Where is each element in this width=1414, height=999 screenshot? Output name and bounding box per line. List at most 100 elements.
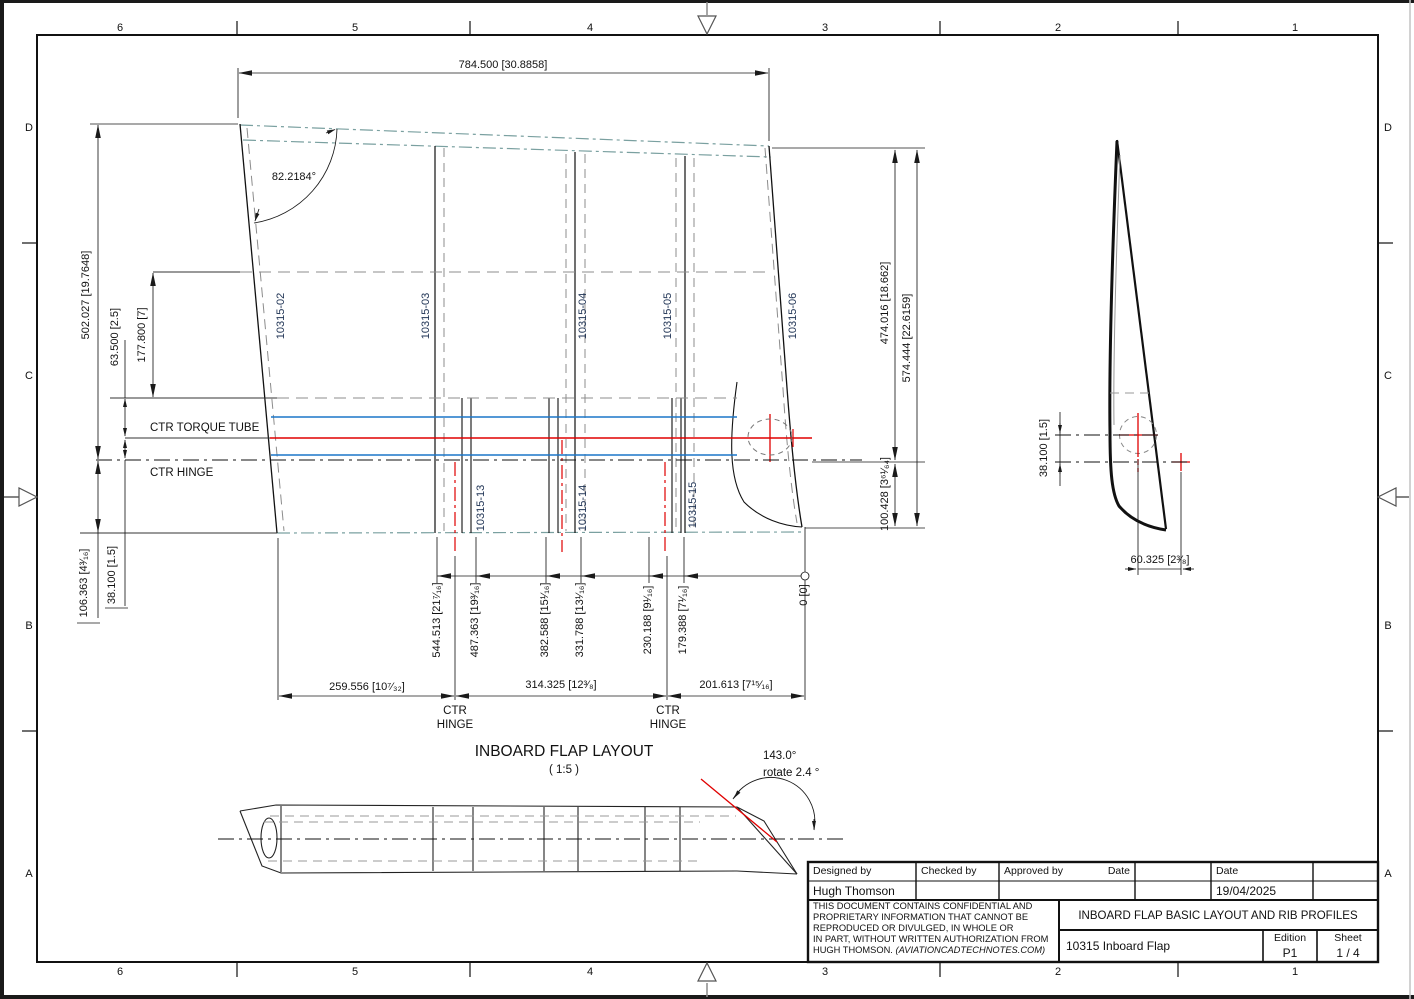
rotation-note: rotate 2.4 ° xyxy=(763,767,819,779)
dim-span: 784.500 [30.8858] xyxy=(459,59,548,71)
ctr-hinge-callout: HINGE xyxy=(437,719,474,731)
rib-label: 10315-04 xyxy=(577,293,589,340)
zone-number: 4 xyxy=(587,966,593,978)
torque-tube-circle xyxy=(747,418,793,456)
station-dim: 544.513 [21⁷⁄₁₆] xyxy=(431,582,443,657)
row-letter: D xyxy=(1384,122,1392,134)
zone-number: 4 xyxy=(587,22,593,34)
station-dim: 230.188 [9¹⁄₁₆] xyxy=(642,586,654,655)
segment-dim: 314.325 [12³⁄₈] xyxy=(525,679,596,691)
top-center-mark-icon xyxy=(697,15,717,36)
drawing-title: INBOARD FLAP BASIC LAYOUT AND RIB PROFIL… xyxy=(1078,910,1358,922)
centerlines-red xyxy=(270,414,812,552)
row-letter: B xyxy=(1384,620,1391,632)
legal-text: PROPRIETARY INFORMATION THAT CANNOT BE xyxy=(813,912,1028,922)
profile-offset-dim: 38.100 [1.5] xyxy=(1038,419,1050,477)
datum-zero-icon xyxy=(800,571,810,581)
left-center-mark-icon xyxy=(18,487,39,507)
rib-label: 10315-15 xyxy=(687,482,699,529)
rib-profile-view: 38.100 [1.5] 60.325 [2³⁄₈] xyxy=(1038,139,1194,575)
legal-text: THIS DOCUMENT CONTAINS CONFIDENTIAL AND xyxy=(813,901,1033,911)
profile-width-dim: 60.325 [2³⁄₈] xyxy=(1131,554,1190,566)
zone-number: 3 xyxy=(822,966,828,978)
rib-label: 10315-05 xyxy=(662,293,674,340)
station-dim: 179.388 [7¹⁄₁₆] xyxy=(677,586,689,655)
station-dim: 331.788 [13¹⁄₁₆] xyxy=(574,583,586,658)
zone-ticks xyxy=(22,21,1393,977)
row-letter: B xyxy=(25,620,32,632)
row-letter: A xyxy=(1384,868,1392,880)
dim-left-spar-offset: 177.800 [7] xyxy=(136,307,148,362)
torque-tube-lines xyxy=(271,416,737,456)
rotated-chord-line xyxy=(700,778,778,843)
hinge-trace-lines xyxy=(239,124,804,534)
date-label: Date xyxy=(1216,865,1238,877)
approved-by-label: Approved by xyxy=(1004,865,1064,877)
side-view: 143.0° rotate 2.4 ° xyxy=(218,750,845,875)
centering-marks xyxy=(4,2,1409,997)
checked-by-label: Checked by xyxy=(921,865,977,877)
rotation-arc xyxy=(732,777,816,831)
view-title: INBOARD FLAP LAYOUT xyxy=(475,743,654,760)
rib-lines-lower xyxy=(461,398,682,533)
sheet-value: 1 / 4 xyxy=(1336,946,1360,960)
row-letter: C xyxy=(25,370,33,382)
date-value: 19/04/2025 xyxy=(1216,884,1276,898)
zone-number: 2 xyxy=(1055,966,1061,978)
dim-angle: 82.2184° xyxy=(272,171,316,183)
dim-left-torque-offset: 63.500 [2.5] xyxy=(109,308,121,366)
right-center-mark-icon xyxy=(1376,487,1397,507)
plan-view-outline xyxy=(80,123,862,552)
profile-centerlines xyxy=(1055,434,1192,463)
station-dim-lines xyxy=(436,527,810,700)
zone-labels: 6 5 4 3 2 1 6 5 4 3 2 1 D C B A D C B A xyxy=(25,22,1392,978)
row-letter: D xyxy=(25,122,33,134)
dim-left-tube-hinge: 38.100 [1.5] xyxy=(106,546,118,604)
station-dim: 487.363 [19³⁄₁₆] xyxy=(469,583,481,658)
legal-text: REPRODUCED OR DIVULGED, IN WHOLE OR xyxy=(813,923,1014,933)
rib-label: 10315-06 xyxy=(787,293,799,340)
dim-right-hinge-span: 474.016 [18.662] xyxy=(879,262,891,345)
dim-left-hinge-te: 106.363 [4³⁄₁₆] xyxy=(78,549,90,618)
dim-right-te-drop: 100.428 [3⁶¹⁄₆₄] xyxy=(879,457,891,531)
zone-number: 5 xyxy=(352,22,358,34)
segment-dim: 201.613 [7¹⁵⁄₁₆] xyxy=(699,679,772,691)
rib-label: 10315-13 xyxy=(475,485,487,532)
flap-outline-hidden xyxy=(246,127,798,532)
ctr-hinge-callout: CTR xyxy=(656,705,680,717)
rotation-angle: 143.0° xyxy=(763,750,796,762)
segment-dim: 259.556 [10⁷⁄₃₂] xyxy=(329,681,405,693)
view-scale: ( 1:5 ) xyxy=(549,764,579,776)
rib-lines-upper xyxy=(434,146,686,533)
zone-number: 1 xyxy=(1292,22,1298,34)
station-dim: 0 [0] xyxy=(798,584,810,605)
zone-number: 1 xyxy=(1292,966,1298,978)
label-ctr-hinge: CTR HINGE xyxy=(150,467,214,479)
row-letter: C xyxy=(1384,370,1392,382)
zone-number: 3 xyxy=(822,22,828,34)
designed-by-value: Hugh Thomson xyxy=(813,884,895,898)
sheet-label: Sheet xyxy=(1334,932,1362,944)
bottom-center-mark-icon xyxy=(697,961,717,982)
date-label: Date xyxy=(1108,865,1130,877)
label-torque-tube: CTR TORQUE TUBE xyxy=(150,422,260,434)
rib-label: 10315-14 xyxy=(577,485,589,532)
rib-label: 10315-03 xyxy=(420,293,432,340)
edition-label: Edition xyxy=(1274,932,1306,944)
zone-number: 6 xyxy=(117,966,123,978)
zone-number: 6 xyxy=(117,22,123,34)
profile-dims xyxy=(1058,412,1194,575)
rib-label: 10315-02 xyxy=(275,293,287,340)
dim-left-overall: 502.027 [19.7648] xyxy=(80,251,92,340)
rib-lines-hidden xyxy=(443,148,695,531)
plan-view-text: 784.500 [30.8858] 82.2184° 502.027 [19.7… xyxy=(78,59,913,776)
construction-lines xyxy=(110,271,769,399)
row-letter: A xyxy=(25,868,33,880)
profile-outline xyxy=(1108,140,1167,532)
title-block: Designed by Hugh Thomson Checked by Appr… xyxy=(806,860,1380,964)
zone-number: 5 xyxy=(352,966,358,978)
flap-outline xyxy=(239,123,803,534)
